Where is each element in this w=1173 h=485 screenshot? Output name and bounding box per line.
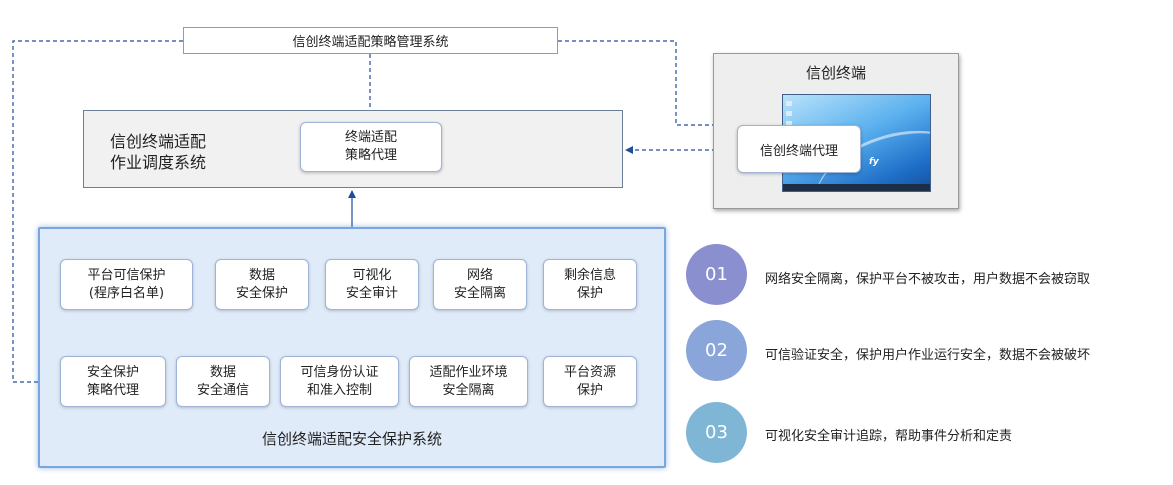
module-secure-communication: 数据 安全通信: [176, 356, 270, 407]
module-identity-auth: 可信身份认证 和准入控制: [280, 356, 399, 407]
module-resource-protection: 平台资源 保护: [543, 356, 637, 407]
desktop-icon: [786, 121, 792, 126]
terminal-agent-label: 信创终端代理: [759, 143, 838, 159]
policy-management-system: 信创终端适配策略管理系统: [183, 27, 558, 54]
module-platform-trust: 平台可信保护 (程序白名单): [60, 259, 193, 310]
terminal-adaptation-policy-agent: 终端适配 策略代理: [300, 122, 442, 172]
module-env-isolation: 适配作业环境 安全隔离: [409, 356, 528, 407]
policy-management-system-label: 信创终端适配策略管理系统: [292, 35, 449, 50]
security-system-caption: 信创终端适配安全保护系统: [261, 430, 442, 448]
feature-number-badge: 03: [686, 402, 747, 463]
module-policy-agent: 安全保护 策略代理: [60, 356, 166, 407]
scheduling-system-title: 信创终端适配 作业调度系统: [110, 132, 207, 172]
desktop-logo: fy: [869, 157, 879, 167]
feature-text: 网络安全隔离，保护平台不被攻击，用户数据不会被窃取: [765, 272, 1091, 287]
feature-number-badge: 02: [686, 320, 747, 381]
desktop-taskbar: [783, 184, 930, 191]
feature-text: 可信验证安全，保护用户作业运行安全，数据不会被破坏: [765, 348, 1091, 363]
module-visual-audit: 可视化 安全审计: [325, 259, 419, 310]
terminal-title: 信创终端: [805, 64, 866, 82]
module-residual-info: 剩余信息 保护: [543, 259, 637, 310]
module-data-protection: 数据 安全保护: [215, 259, 309, 310]
desktop-icon: [786, 101, 792, 106]
module-network-isolation: 网络 安全隔离: [433, 259, 527, 310]
feature-number-badge: 01: [686, 244, 747, 305]
terminal-agent: 信创终端代理: [737, 125, 861, 173]
desktop-icon: [786, 111, 792, 116]
feature-text: 可视化安全审计追踪，帮助事件分析和定责: [765, 429, 1013, 444]
